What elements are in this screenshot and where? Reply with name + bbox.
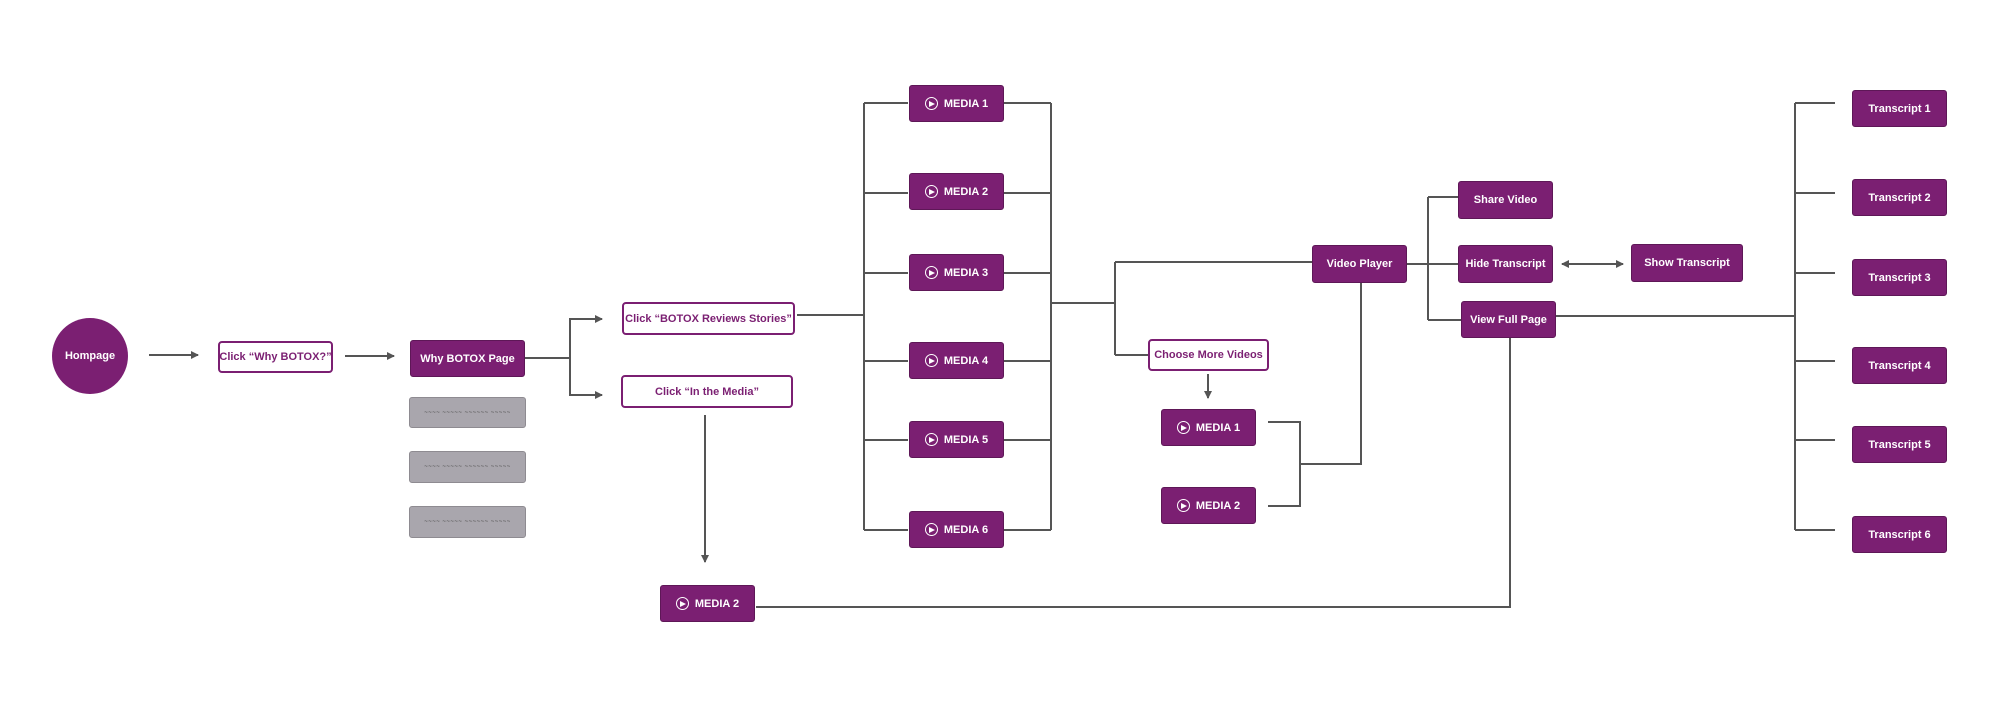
- media-right-ticks: [1003, 102, 1051, 531]
- media-3-node[interactable]: MEDIA 3: [909, 254, 1004, 291]
- media-bottom-node[interactable]: MEDIA 2: [660, 585, 755, 622]
- arrow-to-click-media: [569, 358, 603, 399]
- play-icon: [924, 354, 938, 367]
- transcript-label: Transcript 2: [1868, 191, 1931, 204]
- more-media-2-node[interactable]: MEDIA 2: [1161, 487, 1256, 524]
- more-media-label: MEDIA 2: [1195, 499, 1241, 512]
- media-5-node[interactable]: MEDIA 5: [909, 421, 1004, 458]
- transcript-5-node[interactable]: Transcript 5: [1852, 426, 1947, 463]
- more-media-label: MEDIA 1: [1195, 421, 1241, 434]
- play-icon: [924, 97, 938, 110]
- media-label: MEDIA 3: [943, 266, 989, 279]
- click-why-botox-node[interactable]: Click “Why BOTOX?”: [218, 341, 333, 373]
- transcript-3-node[interactable]: Transcript 3: [1852, 259, 1947, 296]
- choose-more-videos-node[interactable]: Choose More Videos: [1148, 339, 1269, 371]
- click-in-the-media-label: Click “In the Media”: [655, 385, 759, 398]
- media-label: MEDIA 5: [943, 433, 989, 446]
- choose-more-videos-label: Choose More Videos: [1154, 349, 1263, 361]
- media-left-ticks: [864, 102, 908, 531]
- click-why-botox-label: Click “Why BOTOX?”: [219, 351, 332, 363]
- media-label: MEDIA 2: [943, 185, 989, 198]
- view-full-page-node[interactable]: View Full Page: [1461, 301, 1556, 338]
- video-player-label: Video Player: [1326, 258, 1393, 270]
- play-icon: [924, 433, 938, 446]
- placeholder-box-3: ~~~~ ~~~~~ ~~~~~~ ~~~~~: [409, 506, 526, 538]
- share-video-node[interactable]: Share Video: [1458, 181, 1553, 219]
- video-player-node[interactable]: Video Player: [1312, 245, 1407, 283]
- transcript-label: Transcript 6: [1868, 528, 1931, 541]
- placeholder-text: ~~~~ ~~~~~ ~~~~~~ ~~~~~: [424, 519, 511, 525]
- media-2-node[interactable]: MEDIA 2: [909, 173, 1004, 210]
- transcript-label: Transcript 1: [1868, 102, 1931, 115]
- play-icon: [675, 597, 689, 610]
- media-6-node[interactable]: MEDIA 6: [909, 511, 1004, 548]
- play-icon: [1176, 421, 1190, 434]
- share-video-label: Share Video: [1473, 194, 1538, 206]
- line-full-page-to-bottom-media: [756, 337, 1511, 608]
- media-bottom-label: MEDIA 2: [694, 597, 740, 610]
- placeholder-box-1: ~~~~ ~~~~~ ~~~~~~ ~~~~~: [409, 397, 526, 428]
- media-1-node[interactable]: MEDIA 1: [909, 85, 1004, 122]
- transcript-4-node[interactable]: Transcript 4: [1852, 347, 1947, 384]
- media-label: MEDIA 4: [943, 354, 989, 367]
- why-botox-page-node[interactable]: Why BOTOX Page: [410, 340, 525, 377]
- arrow-to-click-reviews: [569, 315, 603, 358]
- placeholder-box-2: ~~~~ ~~~~~ ~~~~~~ ~~~~~: [409, 451, 526, 483]
- play-icon: [924, 266, 938, 279]
- view-full-page-label: View Full Page: [1470, 313, 1547, 326]
- transcript-label: Transcript 5: [1868, 438, 1931, 451]
- hide-transcript-node[interactable]: Hide Transcript: [1458, 245, 1553, 283]
- homepage-label: Hompage: [64, 350, 116, 362]
- show-transcript-node[interactable]: Show Transcript: [1631, 244, 1743, 282]
- media-label: MEDIA 1: [943, 97, 989, 110]
- play-icon: [1176, 499, 1190, 512]
- transcript-2-node[interactable]: Transcript 2: [1852, 179, 1947, 216]
- more-media-1-node[interactable]: MEDIA 1: [1161, 409, 1256, 446]
- play-icon: [924, 523, 938, 536]
- show-transcript-label: Show Transcript: [1644, 257, 1730, 269]
- why-botox-page-label: Why BOTOX Page: [420, 352, 515, 365]
- transcript-1-node[interactable]: Transcript 1: [1852, 90, 1947, 127]
- click-in-the-media-node[interactable]: Click “In the Media”: [621, 375, 793, 408]
- transcripts-ticks: [1795, 102, 1835, 531]
- click-botox-reviews-node[interactable]: Click “BOTOX Reviews Stories”: [622, 302, 795, 335]
- homepage-node[interactable]: Hompage: [52, 318, 128, 394]
- transcript-label: Transcript 3: [1868, 271, 1931, 284]
- transcript-6-node[interactable]: Transcript 6: [1852, 516, 1947, 553]
- media-4-node[interactable]: MEDIA 4: [909, 342, 1004, 379]
- placeholder-text: ~~~~ ~~~~~ ~~~~~~ ~~~~~: [424, 464, 511, 470]
- transcript-label: Transcript 4: [1868, 359, 1931, 372]
- click-botox-reviews-label: Click “BOTOX Reviews Stories”: [625, 312, 792, 325]
- media-label: MEDIA 6: [943, 523, 989, 536]
- play-icon: [924, 185, 938, 198]
- more-media-bracket: [1268, 421, 1301, 507]
- hide-transcript-label: Hide Transcript: [1465, 258, 1546, 270]
- placeholder-text: ~~~~ ~~~~~ ~~~~~~ ~~~~~: [424, 409, 511, 416]
- more-media-to-video-player: [1300, 282, 1362, 465]
